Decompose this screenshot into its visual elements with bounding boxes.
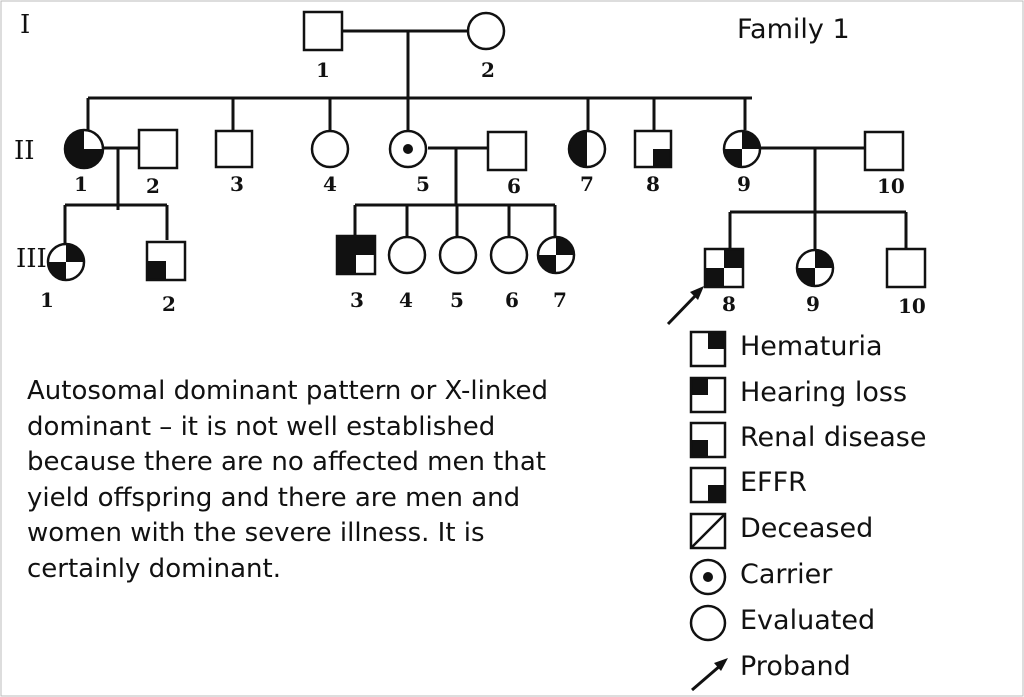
label-III-2: 2 [162, 292, 176, 316]
legend-symbol-renal-disease [689, 421, 727, 459]
legend-label-evaluated: Evaluated [740, 605, 876, 636]
label-III-5: 5 [450, 288, 464, 312]
legend-label-deceased: Deceased [740, 513, 874, 544]
label-I-2: 2 [481, 58, 495, 82]
label-II-1: 1 [74, 172, 88, 196]
individual-III-3-square [335, 234, 377, 276]
legend-proband-arrow [691, 658, 728, 692]
generation-label-I: I [20, 10, 31, 40]
legend-label-renal-disease: Renal disease [740, 422, 927, 453]
legend-label-carrier: Carrier [740, 559, 833, 590]
individual-III-5-circle [438, 235, 478, 275]
individual-III-6-circle [489, 235, 529, 275]
legend-label-proband: Proband [740, 651, 851, 682]
figure-title: Family 1 [737, 14, 850, 45]
individual-II-6-square [486, 130, 528, 172]
individual-III-7-circle [536, 235, 576, 275]
label-III-7: 7 [553, 288, 567, 312]
individual-II-4-circle [310, 129, 350, 169]
individual-I-2-circle [466, 11, 506, 51]
label-III-10: 10 [898, 294, 926, 318]
label-III-3: 3 [350, 288, 364, 312]
label-I-1: 1 [316, 58, 330, 82]
label-III-9: 9 [806, 292, 820, 316]
legend-symbol-hematuria [689, 330, 727, 368]
label-III-6: 6 [505, 288, 519, 312]
legend-symbol-carrier [689, 558, 727, 596]
label-II-9: 9 [737, 172, 751, 196]
label-II-3: 3 [230, 172, 244, 196]
individual-III-8-square [703, 247, 745, 289]
individual-III-1-circle [46, 242, 86, 282]
label-III-4: 4 [399, 288, 413, 312]
label-II-2: 2 [146, 174, 160, 198]
label-II-10: 10 [877, 174, 905, 198]
individual-I-1-square [302, 10, 344, 52]
inheritance-description: Autosomal dominant pattern or X-linked d… [27, 376, 548, 584]
individual-II-10-square [863, 130, 905, 172]
individual-II-2-square [137, 128, 179, 170]
label-III-1: 1 [40, 288, 54, 312]
individual-II-9-circle [722, 129, 762, 169]
label-III-8: 8 [722, 292, 736, 316]
individual-III-9-circle [795, 248, 835, 288]
individual-II-1-circle [63, 128, 105, 170]
label-II-4: 4 [323, 172, 337, 196]
legend-label-effr: EFFR [740, 467, 807, 498]
individual-II-3-square [214, 129, 254, 169]
legend-symbol-hearing-loss [689, 376, 727, 414]
individual-III-4-circle [387, 235, 427, 275]
legend-symbol-effr [689, 466, 727, 504]
individual-II-5-circle [388, 129, 428, 169]
label-II-5: 5 [416, 172, 430, 196]
legend-label-hearing-loss: Hearing loss [740, 377, 908, 408]
proband-arrow [666, 286, 704, 326]
label-II-6: 6 [507, 174, 521, 198]
legend-symbol-evaluated [689, 604, 727, 642]
individual-III-2-square [145, 240, 187, 282]
generation-label-III: III [16, 244, 47, 274]
generation-label-II: II [14, 136, 35, 166]
label-II-7: 7 [580, 172, 594, 196]
legend-symbol-deceased [689, 512, 727, 550]
individual-III-10-square [885, 247, 927, 289]
individual-II-7-circle [567, 129, 607, 169]
legend-label-hematuria: Hematuria [740, 331, 883, 362]
label-II-8: 8 [646, 172, 660, 196]
individual-II-8-square [633, 129, 673, 169]
